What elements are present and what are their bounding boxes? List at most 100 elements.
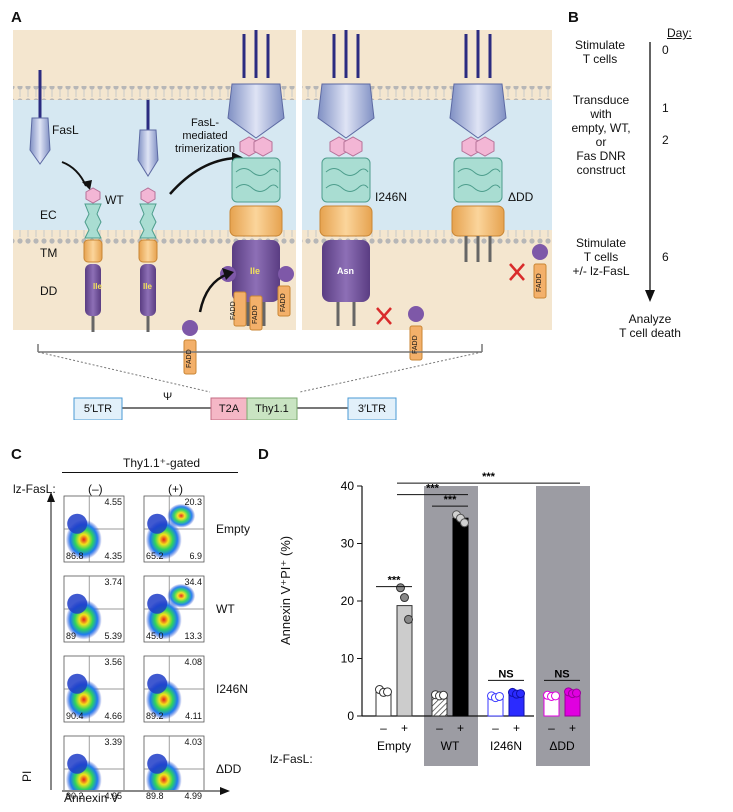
data-point <box>551 691 560 701</box>
y-tick-label: 20 <box>341 594 355 608</box>
y-tick-label: 10 <box>341 652 355 666</box>
step-3-line-2: +/- lz-FasL <box>572 264 630 278</box>
flow-quadrant-value: 45.0 <box>146 631 164 641</box>
timeline-arrow <box>645 42 655 302</box>
flow-quadrant-value: 6.9 <box>189 551 202 561</box>
day-0: 0 <box>662 43 669 57</box>
fas-wt-receptor-icon <box>137 100 159 332</box>
day-header: Day: <box>667 26 692 40</box>
step-3-line-0: Stimulate <box>575 236 627 250</box>
pos-header: (+) <box>168 482 183 496</box>
data-point <box>516 689 525 699</box>
data-point <box>572 688 581 698</box>
lz-sign-label: + <box>513 721 520 735</box>
pi-axis-arrow <box>47 492 55 790</box>
data-point <box>439 690 448 700</box>
flow-density-tail <box>67 753 88 774</box>
ile-label-3: Ile <box>250 266 261 276</box>
lz-sign-label: – <box>492 721 499 735</box>
y-tick-label: 0 <box>347 709 354 723</box>
step-stimulate: Stimulate T cells <box>567 38 633 66</box>
neg-header: (–) <box>88 482 103 496</box>
construct-t2a: T2A <box>218 403 240 415</box>
day-1: 1 <box>662 101 669 115</box>
d-lz-label: lz-FasL: <box>270 752 313 766</box>
step-1-line-0: Transduce with <box>572 93 630 121</box>
flow-plot-Empty-pos <box>143 495 205 563</box>
fadd-label-2: FADD <box>252 305 259 324</box>
fas-ddd-trimer-icon <box>449 30 507 262</box>
flow-row-label: Empty <box>216 522 251 536</box>
group-label: I246N <box>490 739 522 753</box>
bar-WT-plus <box>452 517 469 717</box>
flow-quadrant-value: 4.08 <box>184 657 202 667</box>
flow-quadrant-value: 13.3 <box>184 631 202 641</box>
panel-c-label: C <box>11 446 22 463</box>
construct-psi: Ψ <box>163 391 173 403</box>
flow-quadrant-value: 5.39 <box>104 631 122 641</box>
step-3-line-1: T cells <box>583 250 619 264</box>
flow-row-label: ΔDD <box>216 762 242 776</box>
pi-axis-label: PI <box>20 770 34 782</box>
panel-a-diagram <box>13 30 552 420</box>
tm-label: TM <box>40 246 58 260</box>
flow-quadrant-value: 89 <box>66 631 77 641</box>
flow-plot-ΔDD-pos <box>143 735 205 790</box>
annexin-axis-arrow <box>62 787 230 795</box>
significance-label: *** <box>482 471 496 483</box>
trimerization-arrow-icon <box>169 156 237 195</box>
lz-sign-label: + <box>569 721 576 735</box>
fasl-label: FasL <box>52 123 79 137</box>
flow-density-tail <box>147 753 168 774</box>
data-point <box>495 691 504 701</box>
flow-quadrant-value: 34.4 <box>184 577 202 587</box>
flow-quadrant-value: 86.8 <box>66 551 84 561</box>
step-transduce: Transduce with empty, WT, or Fas DNR con… <box>565 93 637 177</box>
flow-quadrant-value: 20.3 <box>184 497 202 507</box>
significance-label: *** <box>426 483 440 495</box>
flow-quadrant-value: 3.39 <box>104 737 122 747</box>
group-label: WT <box>441 739 460 753</box>
day-6: 6 <box>662 250 669 264</box>
flow-density-tail <box>67 513 88 534</box>
step-0-line-0: Stimulate <box>574 38 626 52</box>
flow-plot-WT-neg <box>63 575 125 643</box>
data-point <box>404 614 413 624</box>
flow-plot-WT-pos <box>143 575 205 643</box>
ile-label-1: Ile <box>93 282 102 291</box>
y-tick-label: 40 <box>341 479 355 493</box>
construct-3ltr: 3′LTR <box>357 403 387 415</box>
i246n-label: I246N <box>375 190 408 204</box>
block-x-icon-2 <box>509 263 525 281</box>
flow-row-label: WT <box>216 602 235 616</box>
group-label: Empty <box>377 739 411 753</box>
flow-density-tail <box>147 673 168 694</box>
flow-density-tail <box>67 673 88 694</box>
trimerization-label: FasL- mediated trimerization <box>160 117 250 156</box>
gate-underline <box>62 472 238 473</box>
block-x-icon <box>376 307 392 325</box>
fadd-label-4: FADD <box>186 349 193 368</box>
significance-label: *** <box>444 494 458 506</box>
step-restimulate: Stimulate T cells +/- lz-FasL <box>570 236 632 278</box>
flow-density-tail <box>147 593 168 614</box>
day-2: 2 <box>662 133 669 147</box>
d-ylabel: Annexin V⁺PI⁺ (%) <box>278 535 293 645</box>
flow-quadrant-value: 4.95 <box>104 791 122 801</box>
wt-label: WT <box>105 193 124 207</box>
flow-plot-ΔDD-neg <box>63 735 125 790</box>
y-tick-label: 30 <box>341 537 355 551</box>
end-line-1: T cell death <box>619 326 681 340</box>
ile-label-2: Ile <box>143 282 152 291</box>
flow-density-upper <box>167 583 196 608</box>
flow-quadrant-value: 90.4 <box>66 711 84 721</box>
flow-density-tail <box>147 513 168 534</box>
fas-monomer-receptor-icon <box>83 187 103 332</box>
flow-row-label: I246N <box>216 682 249 696</box>
fadd-label-1: FADD <box>230 301 237 320</box>
flow-plot-grid <box>63 495 205 790</box>
step-analyze: Analyze T cell death <box>600 312 700 340</box>
fadd-free-icon-3 <box>532 244 548 299</box>
flow-quadrant-value: 4.99 <box>184 791 202 801</box>
fasl-ligand-icon <box>29 70 51 165</box>
